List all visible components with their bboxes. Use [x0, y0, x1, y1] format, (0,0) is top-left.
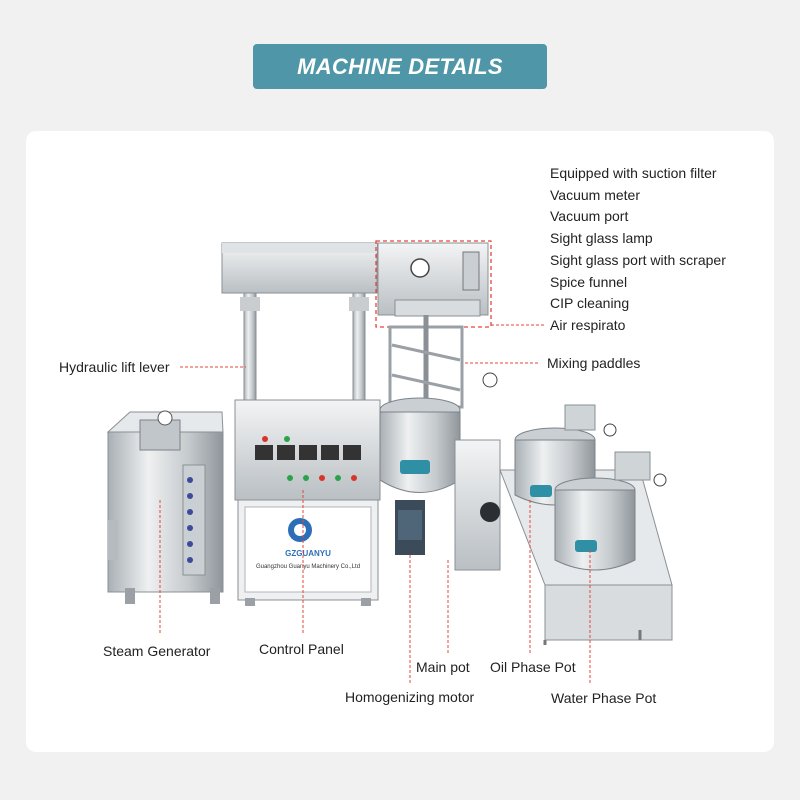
- parts-list-item: CIP cleaning: [550, 295, 630, 312]
- label-control-panel: Control Panel: [259, 641, 344, 657]
- control-cabinet: [234, 399, 381, 606]
- label-water-phase-pot: Water Phase Pot: [551, 690, 657, 706]
- label-homogenizing-motor: Homogenizing motor: [345, 689, 475, 705]
- leader-lines: [159, 324, 591, 685]
- parts-list-item: Sight glass port with scraper: [550, 251, 726, 268]
- parts-list-item: Equipped with suction filter: [550, 165, 717, 181]
- main-pot: [379, 372, 501, 571]
- phase-pots: [499, 404, 673, 645]
- label-steam-generator: Steam Generator: [103, 643, 211, 659]
- parts-list-item: Vacuum port: [550, 208, 629, 225]
- label-mixing-paddles: Mixing paddles: [547, 355, 641, 371]
- parts-list: Equipped with suction filter Vacuum mete…: [550, 163, 726, 337]
- steam-generator: [106, 410, 224, 604]
- parts-list-item: Sight glass lamp: [550, 230, 653, 247]
- label-oil-phase-pot: Oil Phase Pot: [490, 659, 576, 675]
- label-main-pot: Main pot: [416, 659, 470, 675]
- section-banner: MACHINE DETAILS: [253, 44, 547, 89]
- parts-list-item: Air respirato: [550, 316, 626, 333]
- hydraulic-lift: [221, 242, 378, 424]
- machine-logo-text: GZGUANYU: [285, 549, 331, 558]
- vessel-lid-accessories: [375, 240, 492, 328]
- label-hydraulic-lift: Hydraulic lift lever: [59, 359, 170, 375]
- machine-company-text: Guangzhou Guanyu Machinery Co.,Ltd: [256, 564, 360, 570]
- mixing-paddles: [388, 315, 464, 410]
- banner-title: MACHINE DETAILS: [297, 53, 503, 79]
- parts-list-item: Vacuum meter: [550, 186, 640, 203]
- parts-list-item: Spice funnel: [550, 273, 628, 290]
